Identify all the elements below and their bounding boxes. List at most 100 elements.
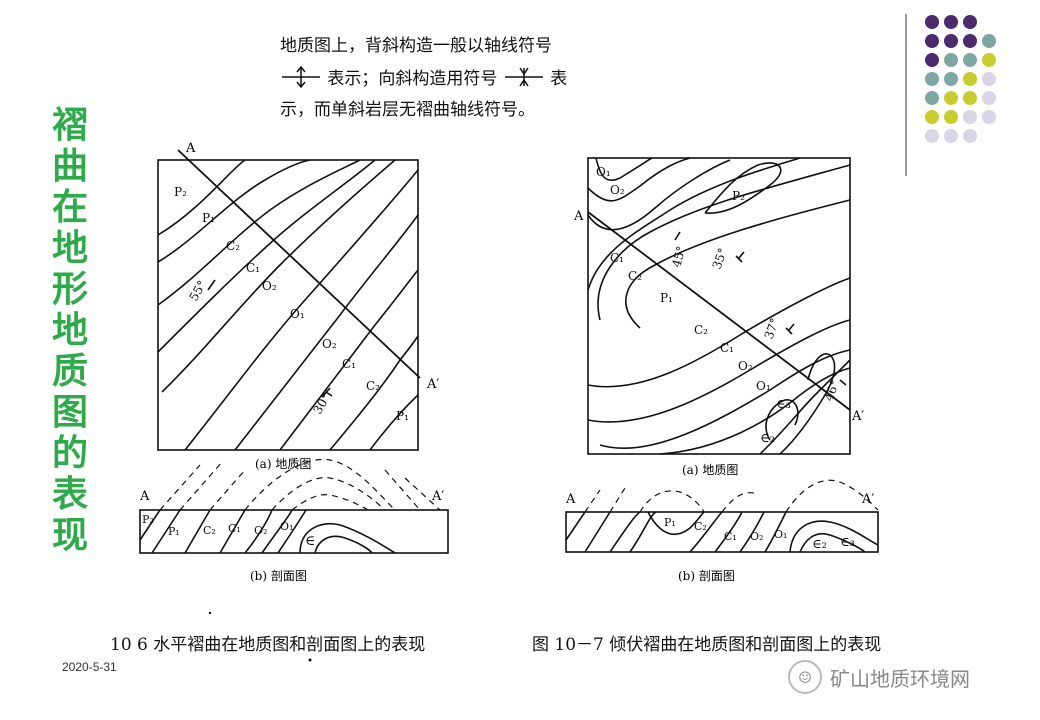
right-map-label-a: A — [573, 209, 584, 224]
wechat-logo-icon: ☺ — [788, 660, 822, 694]
left-section-label-a2: A′ — [431, 489, 444, 504]
right-sec-o2: O₂ — [750, 530, 763, 543]
decorative-dot — [982, 34, 996, 48]
description-line-1: 地质图上，背斜构造一般以轴线符号 — [280, 36, 552, 56]
left-label-p1b: P₁ — [396, 409, 409, 423]
description-line-3: 示，而单斜岩层无褶曲轴线符号。 — [280, 100, 535, 120]
right-sec-p1: P₁ — [664, 516, 676, 529]
decorative-dot — [963, 34, 977, 48]
title-char: 现 — [51, 515, 88, 556]
vertical-title: 褶曲在地形地质图的表现 — [48, 105, 92, 556]
right-map-label-a2: A′ — [851, 409, 864, 424]
decorative-dot — [925, 15, 939, 29]
left-sec-cambrian: ∈ — [305, 533, 315, 549]
decorative-dot — [963, 72, 977, 86]
brand-name: 矿山地质环境网 — [830, 666, 970, 691]
right-sec-c1: C₁ — [724, 530, 737, 543]
decorative-dot — [944, 34, 958, 48]
description-line-2-text: 表示；向斜构造用符号 — [327, 69, 498, 89]
right-sec-o1: O₁ — [774, 528, 787, 541]
decorative-dot — [925, 34, 939, 48]
title-char: 地 — [51, 228, 88, 269]
right-label-e3: ∈₃ — [776, 397, 791, 412]
left-map-caption: (a) 地质图 — [255, 457, 311, 471]
decorative-dot — [982, 53, 996, 67]
caption-figure-10-7: 图 10－7 倾伏褶曲在地质图和剖面图上的表现 — [532, 635, 882, 655]
decorative-dot — [925, 129, 939, 143]
left-sec-o1: O₁ — [280, 520, 293, 533]
right-section-caption: (b) 剖面图 — [678, 569, 735, 583]
title-char: 的 — [51, 433, 88, 474]
decorative-dot — [944, 91, 958, 105]
right-cross-section — [565, 479, 879, 553]
title-char: 表 — [51, 474, 88, 515]
right-label-e2: ∈₂ — [760, 431, 775, 446]
title-char: 形 — [51, 269, 88, 310]
left-section-caption: (b) 剖面图 — [250, 569, 307, 583]
left-sec-c2: C₂ — [203, 524, 216, 537]
description: 地质图上，背斜构造一般以轴线符号 表示；向斜构造用符号 表 示，而单斜岩层无褶曲… — [280, 30, 567, 126]
right-label-p2: P₂ — [732, 189, 745, 203]
anticline-symbol-icon — [280, 65, 322, 99]
description-line-2-end: 表 — [550, 69, 568, 89]
right-dip-46: 46° — [822, 378, 842, 403]
right-label-o2: O₂ — [610, 183, 625, 197]
decorative-dot — [944, 110, 958, 124]
title-char: 地 — [51, 310, 88, 351]
left-label-p2: P₂ — [174, 185, 187, 199]
right-label-c2b: C₂ — [694, 323, 708, 337]
left-label-p1: P₁ — [202, 211, 215, 225]
decorative-dot — [963, 15, 977, 29]
decorative-dot — [944, 72, 958, 86]
right-sec-e3: ∈₃ — [840, 535, 855, 550]
decorative-dot — [963, 91, 977, 105]
left-sec-p2: P₂ — [142, 513, 154, 526]
decorative-dot — [963, 53, 977, 67]
decorative-dot — [982, 72, 996, 86]
left-map-label-a2: A′ — [426, 377, 439, 392]
right-label-c2: C₂ — [628, 269, 642, 283]
right-section-label-a2: A′ — [861, 492, 874, 507]
left-sec-c1: C₁ — [228, 522, 241, 535]
title-char: 在 — [51, 187, 88, 228]
decorative-dot — [982, 110, 996, 124]
decorative-dot — [963, 129, 977, 143]
decorative-dot — [925, 72, 939, 86]
right-dip-45: 45° — [669, 245, 688, 269]
description-line-2: 表示；向斜构造用符号 表 — [280, 62, 567, 94]
divider-line — [905, 14, 907, 176]
decorative-dots — [925, 15, 996, 143]
right-geologic-map — [587, 157, 851, 455]
syncline-symbol-icon — [503, 66, 545, 99]
left-label-o1: O₁ — [290, 307, 305, 321]
left-label-o2b: O₂ — [322, 337, 337, 351]
right-label-o2b: O₂ — [738, 359, 753, 373]
right-dip-37: 37° — [762, 316, 782, 341]
right-sec-c2: C₂ — [694, 520, 707, 533]
caption-figure-10-6: 10 6 水平褶曲在地质图和剖面图上的表现 — [110, 635, 426, 655]
left-dip-55: 55° — [186, 278, 209, 303]
title-char: 曲 — [51, 146, 88, 187]
slide-date: 2020-5-31 — [62, 660, 117, 674]
right-section-label-a: A — [565, 492, 576, 507]
left-label-o2: O₂ — [262, 279, 277, 293]
left-geologic-map — [157, 149, 421, 451]
left-label-c2: C₂ — [226, 239, 240, 253]
title-char: 质 — [51, 351, 88, 392]
title-char: 褶 — [51, 105, 88, 146]
left-label-c2b: C₂ — [366, 379, 380, 393]
decorative-dot — [982, 91, 996, 105]
decorative-dot — [963, 110, 977, 124]
right-label-p1: P₁ — [660, 291, 673, 305]
left-label-c1: C₁ — [246, 261, 260, 275]
right-map-caption: (a) 地质图 — [682, 463, 738, 477]
decorative-dot — [925, 91, 939, 105]
left-cross-section — [139, 458, 449, 554]
right-label-c1: C₁ — [610, 251, 624, 265]
right-sec-e2: ∈₂ — [812, 537, 827, 552]
title-char: 图 — [51, 392, 88, 433]
left-sec-o2: O₂ — [254, 524, 267, 537]
right-label-o1b: O₁ — [756, 379, 771, 393]
right-label-c1b: C₁ — [720, 341, 734, 355]
